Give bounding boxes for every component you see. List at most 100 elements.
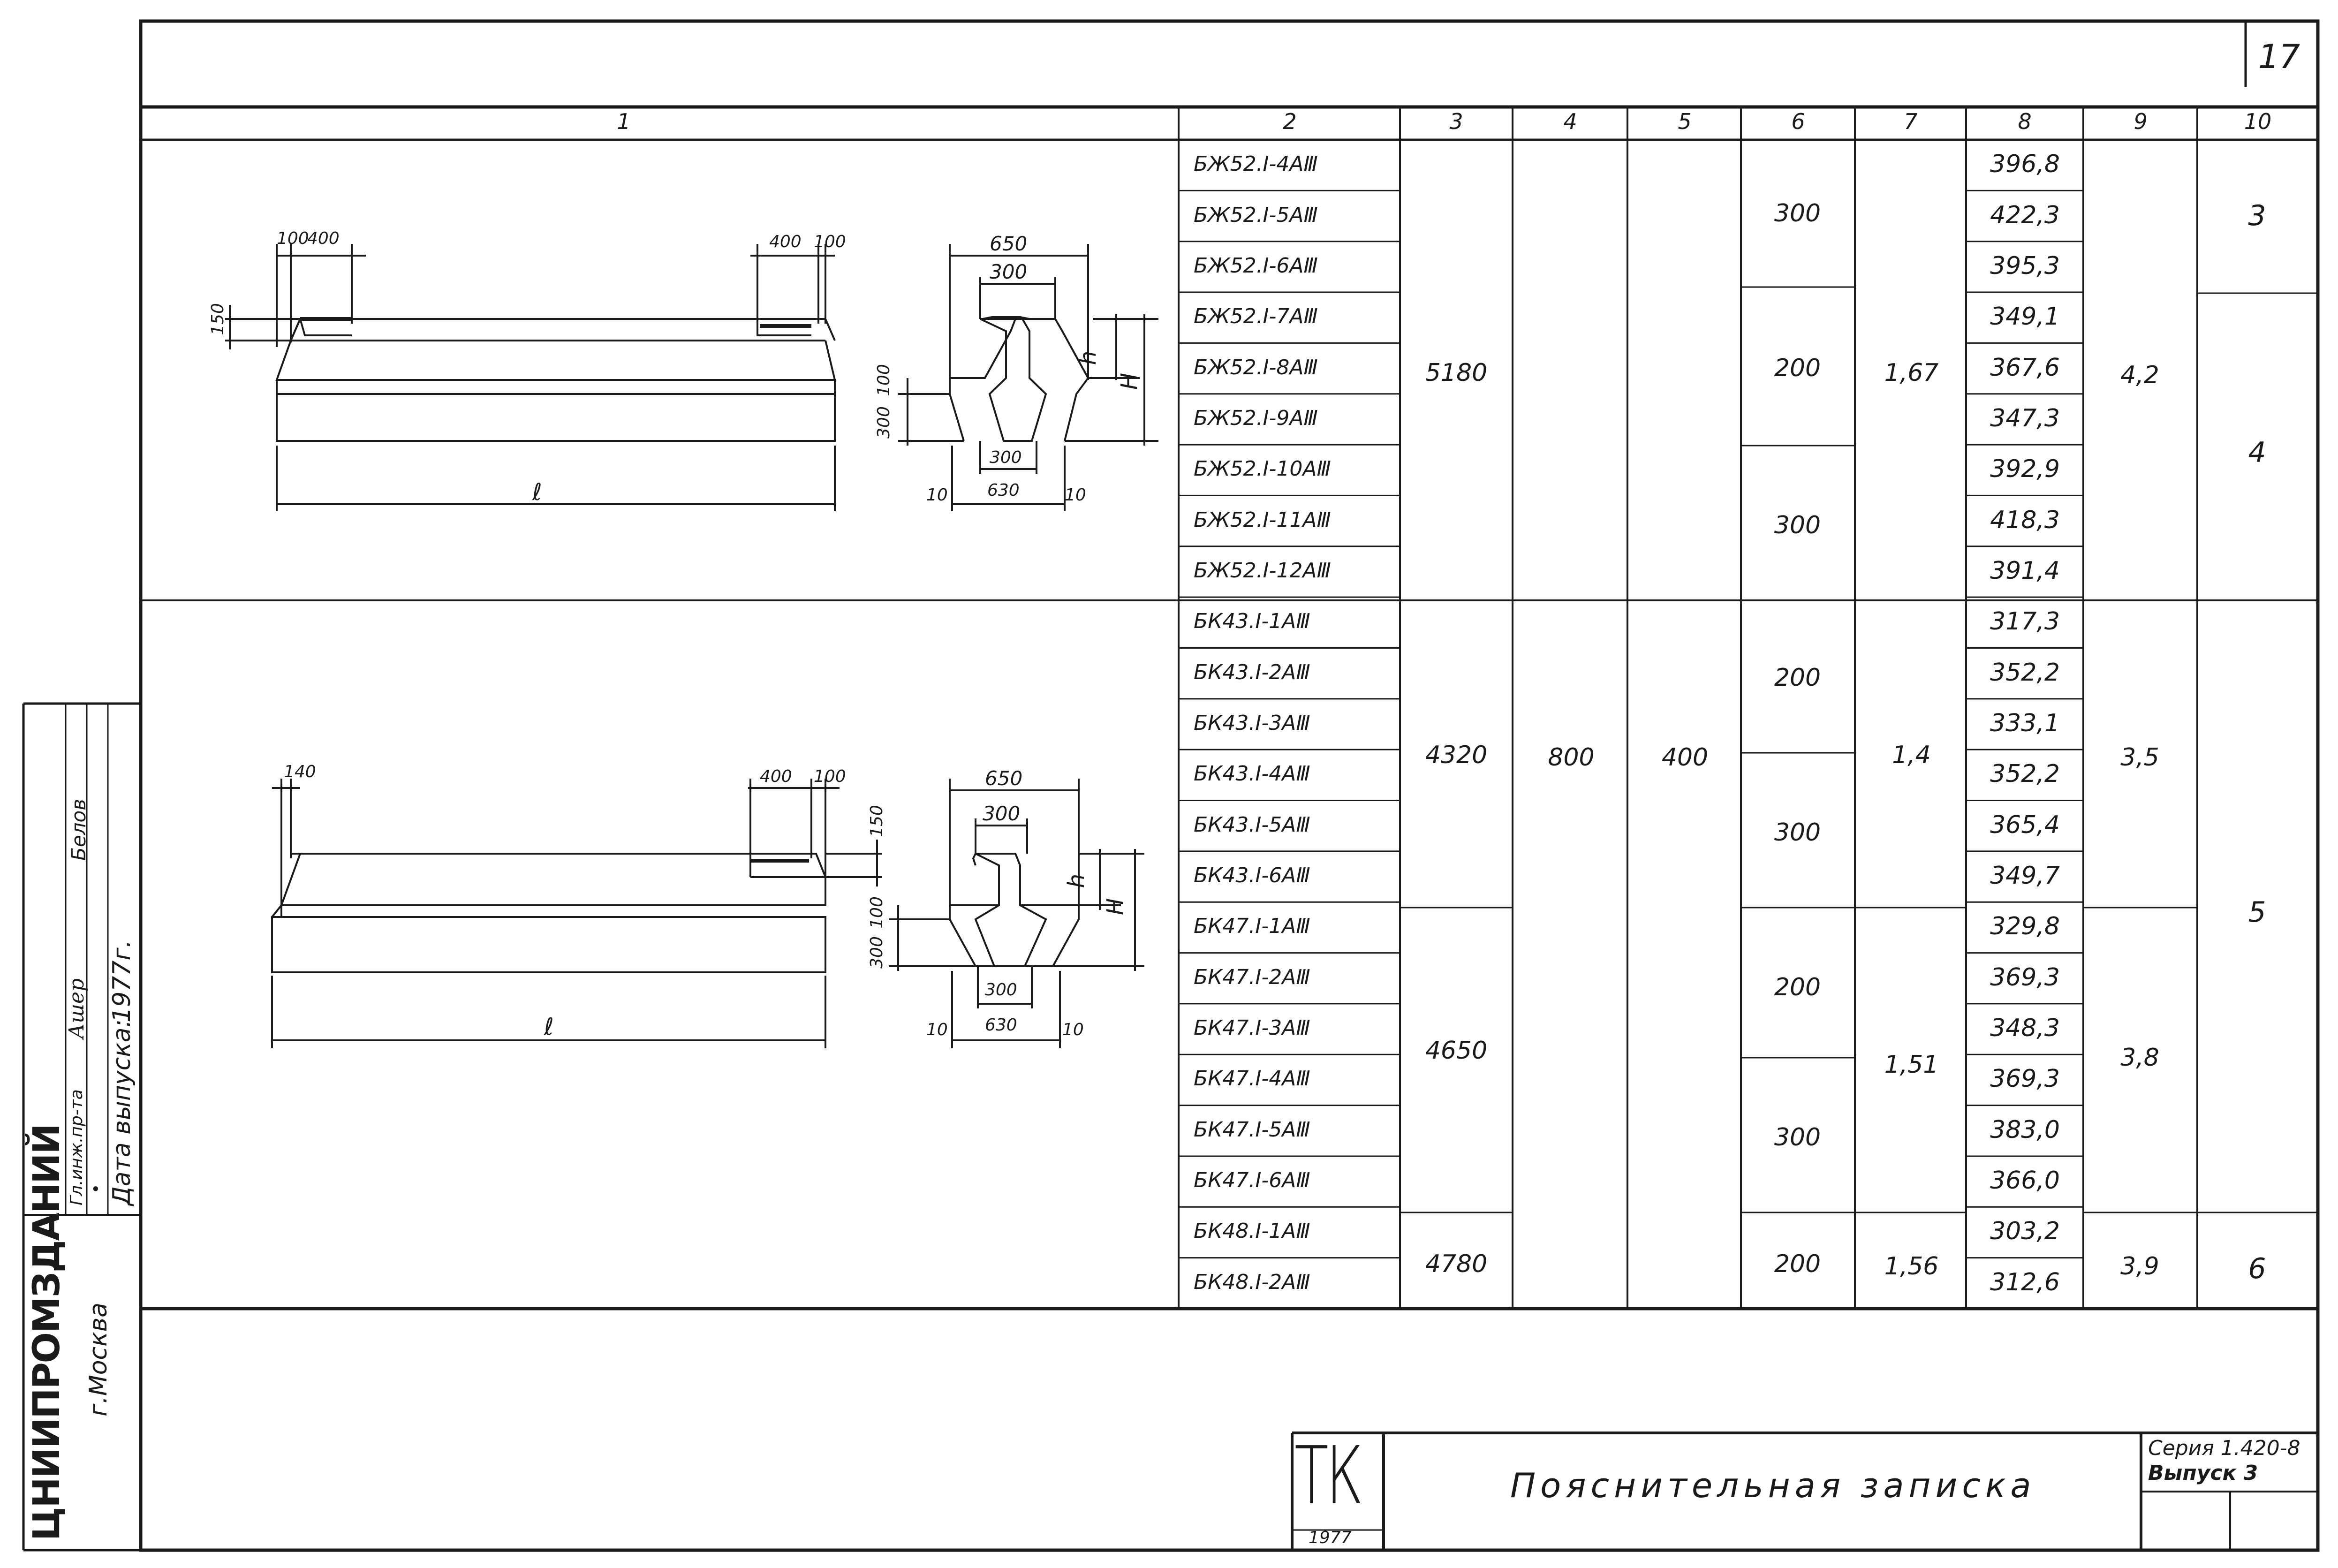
dim-label: 140 [284,762,316,781]
column-header-2: 2 [1283,109,1297,134]
date-value: 1977г. [108,939,136,1023]
role-label: Гл.инж.пр-та [67,1089,86,1205]
name: Белов [67,799,90,861]
dim-label: 300 [990,448,1022,467]
row-mass: 317,3 [1990,607,2060,636]
row-mark: БЖ52.I-5AⅢ [1194,203,1318,227]
row-mass: 396,8 [1990,150,2060,179]
row-mark: БЖ52.I-11AⅢ [1194,508,1331,532]
row-mass: 369,3 [1990,963,2060,992]
col3-value: 4320 [1425,741,1488,769]
col10-value: 3 [2248,199,2266,232]
col6-value: 200 [1774,664,1821,692]
column-header-9: 9 [2134,109,2148,134]
row-mark: БЖ52.I-7AⅢ [1194,304,1318,329]
row-mark: БЖ52.I-8AⅢ [1194,355,1318,379]
sidebar: ЦНИИПРОМЗДАНИЙ г.Москва Гл.инж.пр-та Аше… [23,704,141,1550]
dim-label: 10 [1065,485,1086,505]
dim-label: 10 [926,485,948,505]
col4-value: 800 [1548,743,1595,772]
col10-value: 4 [2248,436,2266,469]
column-lines [1178,107,2198,1309]
row-mark: БК48.I-1AⅢ [1194,1219,1310,1243]
col3-value: 4780 [1425,1250,1488,1278]
column-header-7: 7 [1904,109,1918,134]
dim-label: h [1075,350,1102,365]
col7-value: 1,56 [1884,1252,1939,1280]
title-block [1291,1432,2318,1550]
dim-label: 400 [769,232,802,251]
row-mass: 312,6 [1990,1268,2060,1296]
row-mark: БК43.I-4AⅢ [1194,762,1310,786]
row-mark: БЖ52.I-6AⅢ [1194,253,1318,278]
dim-label: 630 [985,1015,1017,1035]
dim-label: 300 [985,980,1017,1000]
col10-value: 6 [2248,1252,2266,1285]
beam-elevation-1 [225,244,836,511]
dim-label: 650 [985,767,1023,790]
dim-label: 300 [990,260,1028,283]
row-mark: БК43.I-6AⅢ [1194,864,1310,888]
column-header-4: 4 [1563,109,1577,134]
col9-value: 3,5 [2120,743,2159,772]
row-mass: 352,2 [1990,760,2060,788]
row-mass: 369,3 [1990,1065,2060,1093]
dim-label: 100 [874,364,893,396]
row-mass: 365,4 [1990,811,2060,839]
row-mark: БЖ52.I-10AⅢ [1194,457,1331,481]
row-mark: БК43.I-1AⅢ [1194,609,1310,634]
dim-label: 630 [987,481,1020,500]
dim-label: 150 [208,303,227,335]
dim-label: 10 [926,1020,948,1039]
column-header-1: 1 [617,109,631,134]
row-mark: БК48.I-2AⅢ [1194,1270,1310,1294]
row-mark: БК47.I-6AⅢ [1194,1168,1310,1193]
dim-label: 650 [990,232,1028,255]
cross-section-1 [898,244,1158,511]
row-mass: 348,3 [1990,1014,2060,1043]
col10-value: 5 [2248,896,2266,929]
dim-label: 400 [307,229,340,248]
row-mark: БК43.I-5AⅢ [1194,812,1310,837]
row-mark: БК47.I-1AⅢ [1194,914,1310,939]
sheet-number: 17 [2258,38,2300,76]
sheet-frame [139,19,2320,1552]
row-mass: 349,7 [1990,862,2060,890]
col6-value: 200 [1774,354,1821,382]
row-mark: БК47.I-4AⅢ [1194,1067,1310,1091]
row-mass: 422,3 [1990,201,2060,229]
dim-label: 300 [867,936,886,969]
column-header-10: 10 [2244,109,2272,134]
row-mass: 349,1 [1990,303,2060,331]
tk-logo: ТК [1294,1430,1363,1523]
column-header-5: 5 [1678,109,1692,134]
cross-section-2 [889,779,1144,1048]
dim-label: 100 [814,767,846,786]
col6-value: 300 [1774,818,1821,847]
row-mark: БЖ52.I-12AⅢ [1194,558,1331,583]
col9-value: 4,2 [2120,361,2159,389]
dim-label: 400 [760,767,792,786]
col3-value: 4650 [1425,1037,1488,1065]
row-mass: 418,3 [1990,506,2060,534]
org-name: ЦНИИПРОМЗДАНИЙ [26,1124,68,1541]
col6-value: 300 [1774,199,1821,227]
row-mark: БК43.I-3AⅢ [1194,711,1310,735]
col3-value: 5180 [1425,359,1488,387]
series: Серия 1.420-8 [2148,1436,2300,1460]
row-mark: БК47.I-2AⅢ [1194,965,1310,989]
col6-value: 200 [1774,973,1821,1001]
col7-value: 1,4 [1892,741,1931,769]
row-mass: 366,0 [1990,1167,2060,1195]
document-title: Пояснительная записка [1510,1466,2036,1505]
dim-label: 100 [867,896,886,929]
row-mass: 333,1 [1990,709,2060,737]
row-mark: БЖ52.I-4AⅢ [1194,152,1318,176]
col6-value: 200 [1774,1250,1821,1278]
col7-value: 1,51 [1884,1051,1939,1079]
dim-label: 100 [277,229,309,248]
col6-value: 300 [1774,1123,1821,1151]
column-header-3: 3 [1449,109,1463,134]
row-mass: 347,3 [1990,404,2060,432]
